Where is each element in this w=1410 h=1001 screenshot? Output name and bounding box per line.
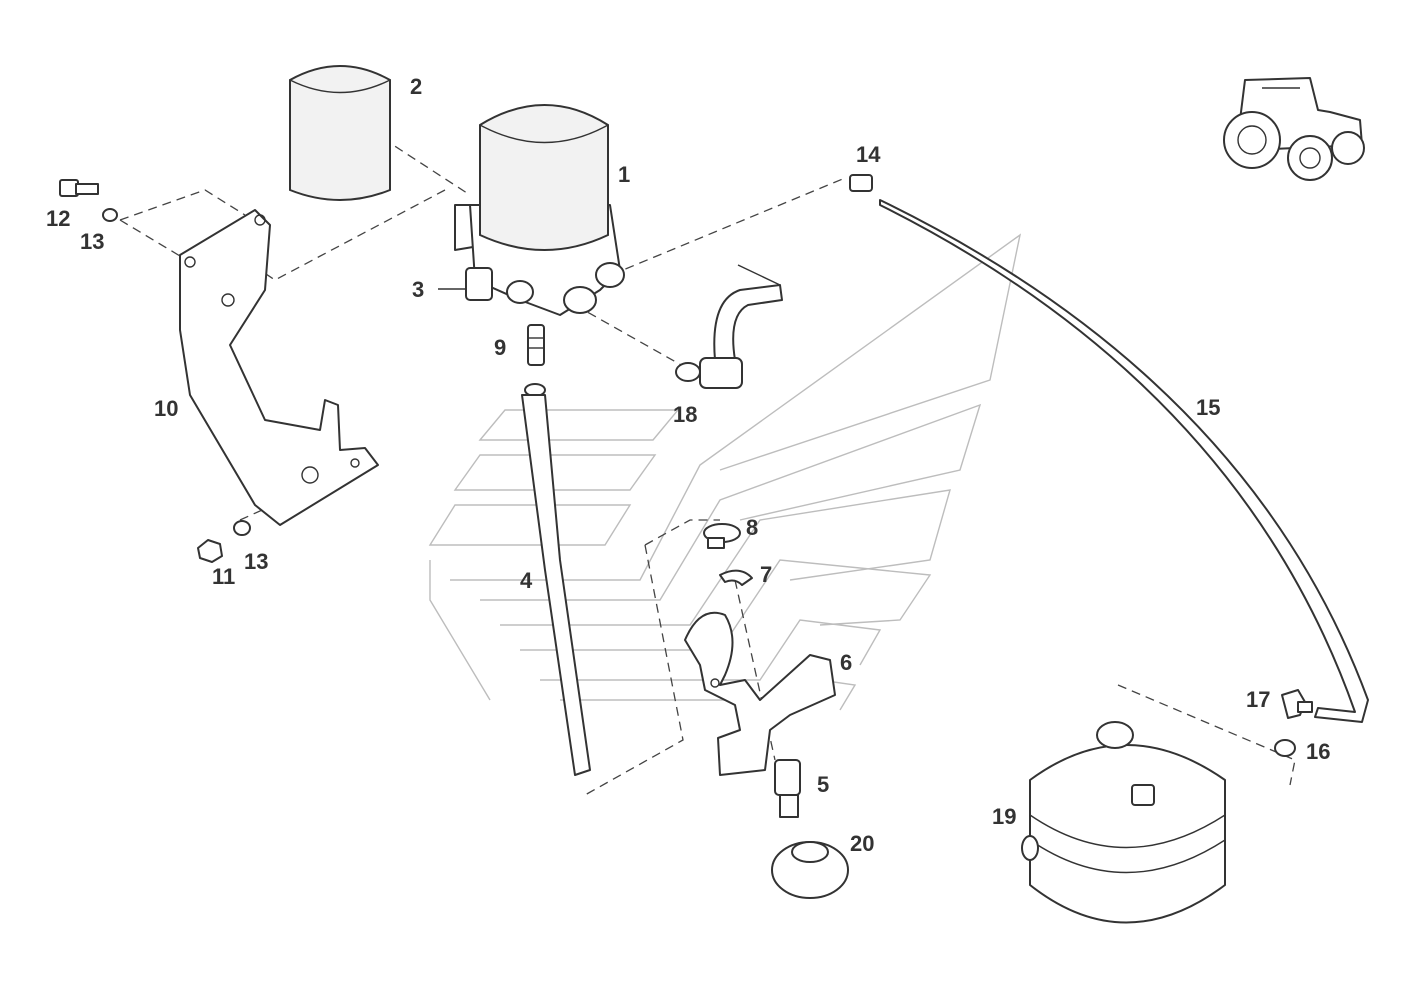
filter-cartridge	[289, 65, 391, 201]
elbow-pipe	[675, 264, 783, 389]
fitting	[524, 324, 546, 397]
clamp	[703, 523, 741, 549]
callout-2: 2	[410, 74, 422, 99]
washer-top	[102, 208, 118, 222]
callout-11: 11	[212, 564, 235, 589]
callout-9: 9	[494, 335, 506, 360]
callout-5: 5	[817, 772, 829, 797]
callout-16: 16	[1306, 739, 1330, 764]
air-dryer	[438, 104, 625, 316]
nut	[197, 539, 223, 563]
elbow-fitting	[1281, 689, 1313, 719]
callout-3: 3	[412, 277, 424, 302]
callout-15: 15	[1196, 395, 1220, 420]
washer-bottom	[233, 520, 251, 536]
callout-13-top: 13	[80, 229, 104, 254]
callout-13-bottom: 13	[244, 549, 268, 574]
bolt	[59, 179, 99, 197]
callout-1: 1	[618, 162, 630, 187]
fitting-nut	[1274, 739, 1296, 757]
mounting-bracket	[179, 209, 379, 526]
watermark-logo	[428, 233, 1022, 711]
callout-17: 17	[1246, 687, 1270, 712]
callout-14: 14	[856, 142, 881, 167]
pipe-fitting	[849, 174, 873, 192]
clip	[719, 569, 753, 586]
callout-10: 10	[154, 396, 178, 421]
tractor-icon	[1223, 77, 1365, 181]
callout-labels: 1 2 3 4 5 6 7 8 9 10 11 12 13 13 14 15 1…	[46, 74, 1330, 856]
callout-6: 6	[840, 650, 852, 675]
callout-19: 19	[992, 804, 1016, 829]
air-pipe	[879, 199, 1369, 723]
callout-4: 4	[520, 568, 533, 593]
callout-8: 8	[746, 515, 758, 540]
callout-12: 12	[46, 206, 70, 231]
callout-7: 7	[760, 562, 772, 587]
drain-valve	[774, 759, 801, 818]
callout-20: 20	[850, 831, 874, 856]
air-tank	[1021, 721, 1226, 924]
callout-18: 18	[673, 402, 697, 427]
support-plate	[684, 611, 836, 776]
hose	[521, 394, 591, 776]
drain-cap	[771, 841, 849, 899]
